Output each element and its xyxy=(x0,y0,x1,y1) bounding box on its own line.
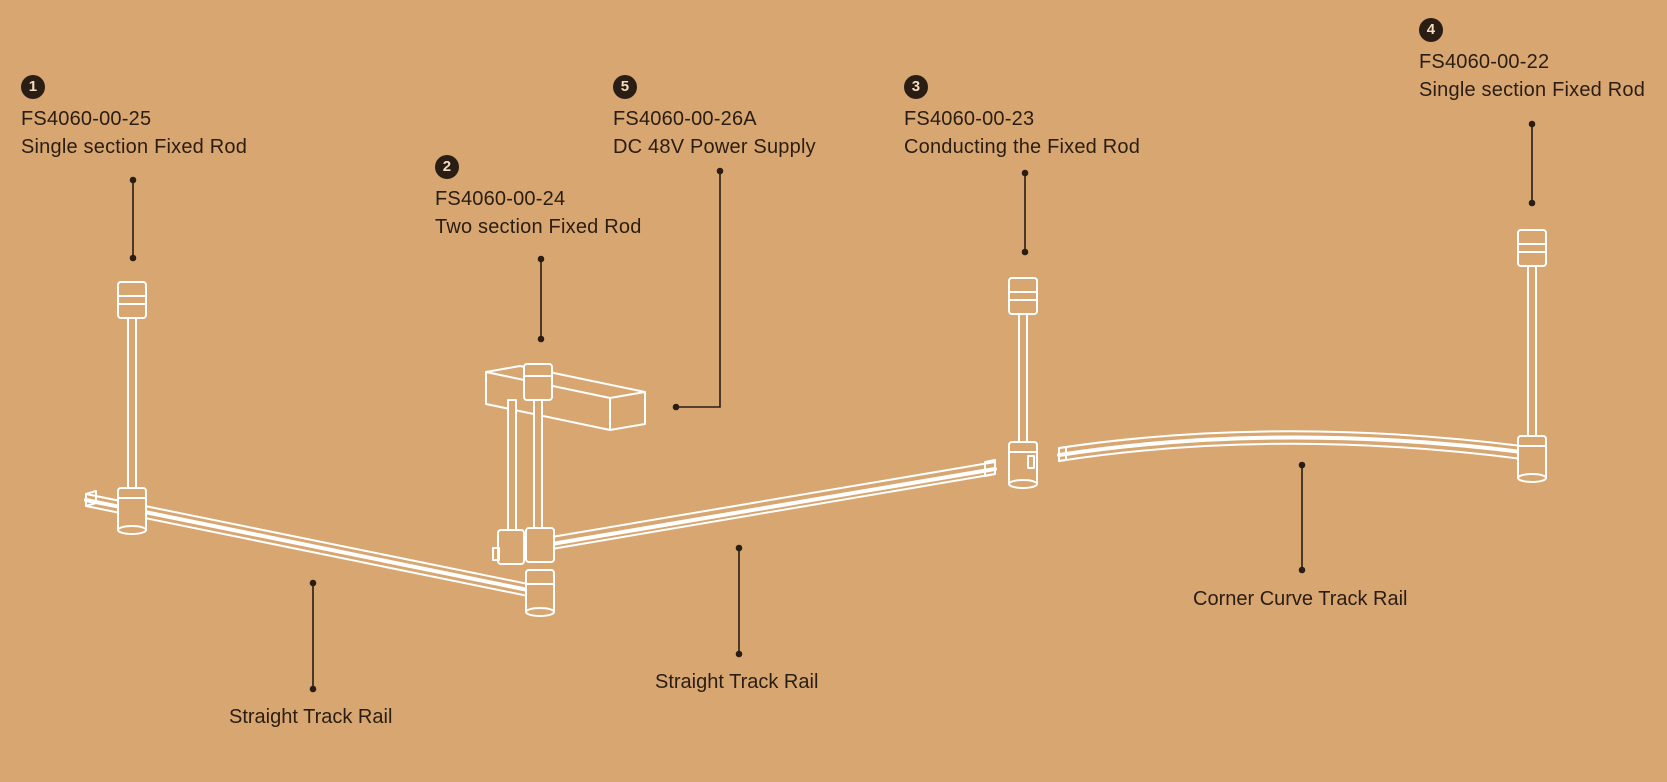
rail-label-curve: Corner Curve Track Rail xyxy=(1193,588,1408,610)
callout-rod-3: 3 FS4060-00-23 Conducting the Fixed Rod xyxy=(904,71,1140,161)
part-code: FS4060-00-26A xyxy=(613,108,757,130)
leader-lines xyxy=(129,120,1536,693)
callout-number-badge: 3 xyxy=(904,75,928,99)
callout-rod-4: 4 FS4060-00-22 Single section Fixed Rod xyxy=(1419,14,1645,104)
part-code: FS4060-00-22 xyxy=(1419,51,1550,73)
rod-3-conducting xyxy=(1008,277,1038,489)
rod-2-two-section xyxy=(485,363,646,617)
rod-4-single-section xyxy=(1517,229,1547,483)
rail-label-left: Straight Track Rail xyxy=(229,706,393,728)
callout-number-badge: 2 xyxy=(435,155,459,179)
part-description: Two section Fixed Rod xyxy=(435,216,642,238)
rod-1-single-section xyxy=(117,281,147,535)
callout-number-badge: 5 xyxy=(613,75,637,99)
callout-number-badge: 4 xyxy=(1419,18,1443,42)
rail-label-middle: Straight Track Rail xyxy=(655,671,819,693)
part-code: FS4060-00-25 xyxy=(21,108,152,130)
callout-power-supply: 5 FS4060-00-26A DC 48V Power Supply xyxy=(613,71,816,161)
part-description: Single section Fixed Rod xyxy=(1419,79,1646,101)
part-description: DC 48V Power Supply xyxy=(613,136,816,158)
part-code: FS4060-00-24 xyxy=(435,188,566,210)
left-straight-track-rail xyxy=(84,490,535,598)
callout-number-badge: 1 xyxy=(21,75,45,99)
callout-rod-2: 2 FS4060-00-24 Two section Fixed Rod xyxy=(435,151,642,241)
part-description: Conducting the Fixed Rod xyxy=(904,136,1141,158)
part-code: FS4060-00-23 xyxy=(904,108,1035,130)
part-description: Single section Fixed Rod xyxy=(21,136,248,158)
corner-curve-track-rail xyxy=(1057,430,1532,462)
middle-straight-track-rail xyxy=(532,459,997,553)
callout-rod-1: 1 FS4060-00-25 Single section Fixed Rod xyxy=(21,71,247,161)
